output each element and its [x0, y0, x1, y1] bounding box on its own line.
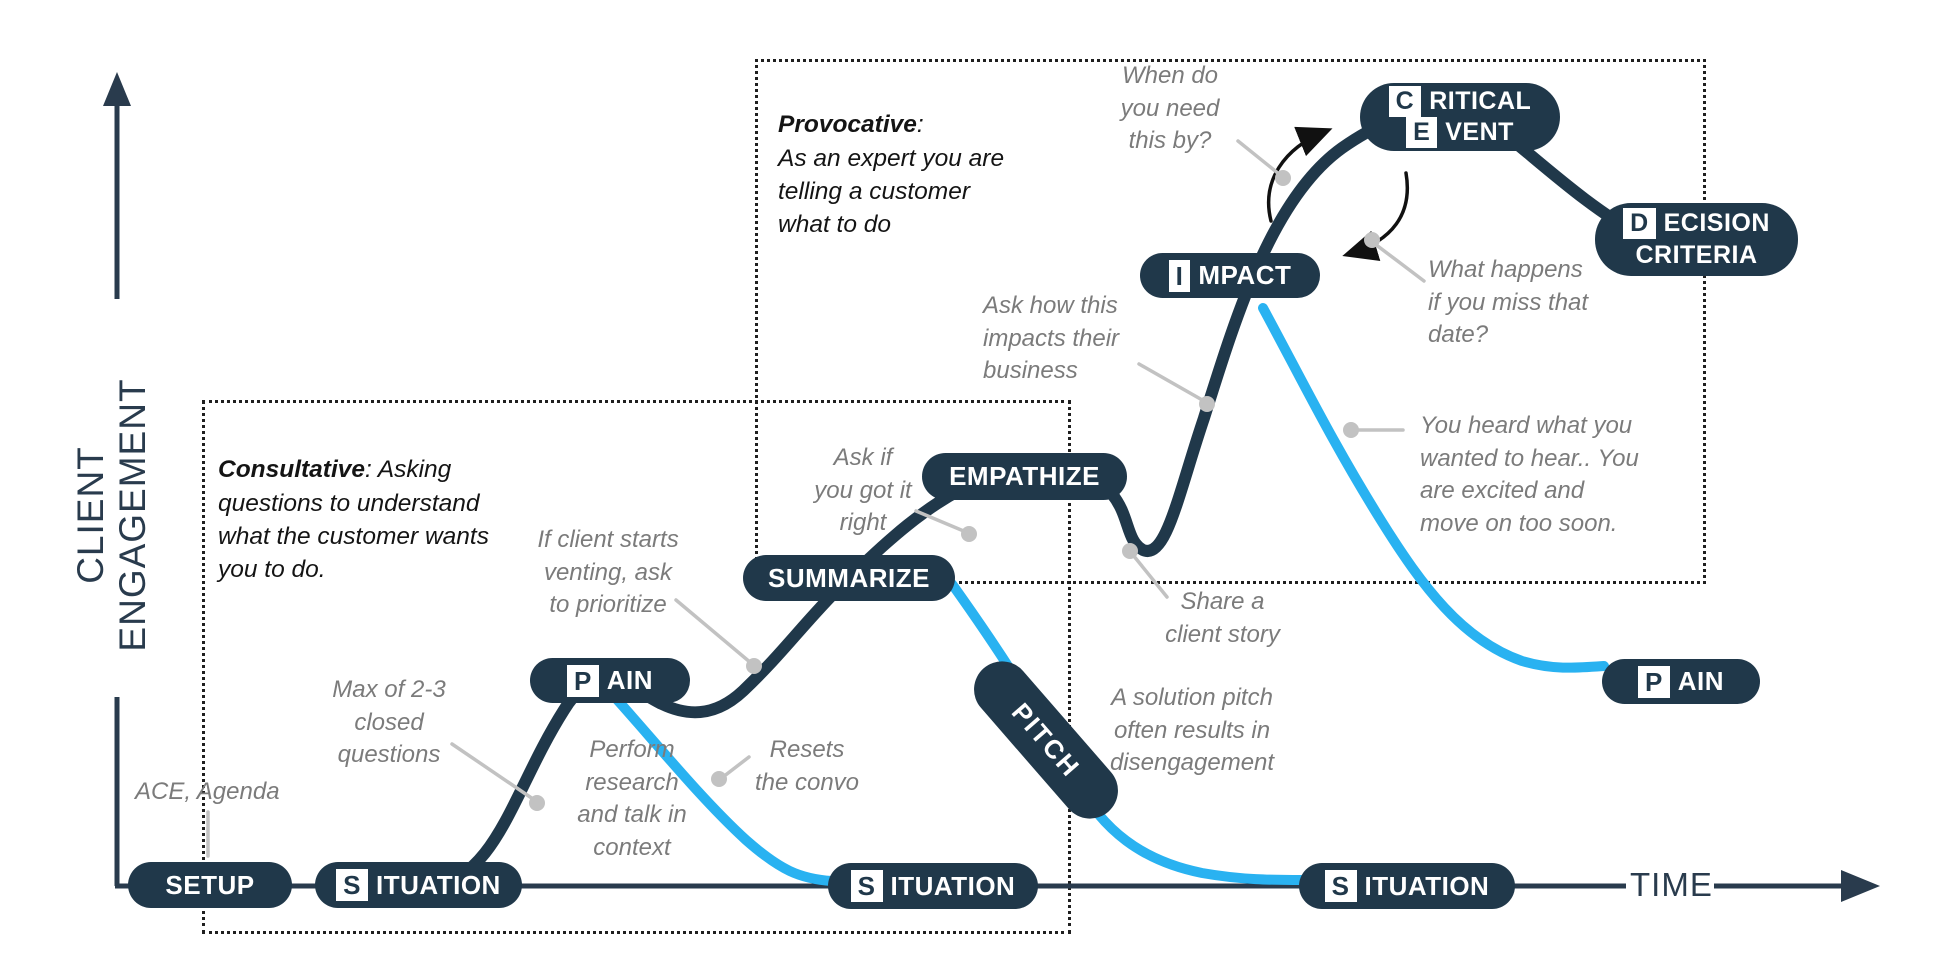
pill-decision-criteria-boxed-d: D	[1623, 208, 1656, 240]
pill-situation-3-label: ITUATION	[1364, 870, 1490, 901]
annotation-solution-pitch: A solution pitch often results in diseng…	[1109, 684, 1275, 777]
pill-situation-2-boxed-letter: S	[850, 870, 883, 902]
annotation-when-do-you-need: When do you need this by?	[1120, 62, 1220, 155]
pill-decision-criteria-line2: CRITERIA	[1635, 240, 1758, 269]
pill-pain-right-boxed-letter: P	[1637, 665, 1670, 698]
pill-decision-criteria-line1: ECISION	[1663, 209, 1770, 238]
pill-critical-event: C RITICAL E VENT	[1360, 83, 1560, 151]
pill-pain-left-boxed-letter: P	[566, 664, 599, 697]
pill-impact-boxed-letter: I	[1168, 259, 1191, 292]
provocative-title: Provocative	[778, 111, 917, 139]
x-axis-label: TIME	[1630, 866, 1713, 903]
pill-critical-event-boxed-e: E	[1406, 117, 1438, 149]
annotation-resets-convo: Resets the convo	[754, 736, 860, 796]
annotation-ask-if-right: Ask if you got it right	[814, 444, 912, 537]
annotation-max-questions: Max of 2-3 closed questions	[332, 676, 446, 769]
pill-situation-2-label: ITUATION	[890, 870, 1016, 901]
annotation-you-heard: You heard what you wanted to hear.. You …	[1420, 412, 1639, 537]
annotation-perform-research: Perform research and talk in context	[577, 736, 687, 861]
pill-critical-event-boxed-c: C	[1388, 85, 1422, 117]
pill-summarize: SUMMARIZE	[743, 555, 955, 601]
annotation-ace-agenda: ACE, Agenda	[135, 778, 280, 805]
pill-summarize-label: SUMMARIZE	[768, 562, 930, 593]
pill-critical-event-line2: VENT	[1445, 118, 1514, 146]
pill-pain-left-label: AIN	[606, 665, 654, 695]
annotation-if-client-vents: If client starts venting, ask to priorit…	[537, 526, 679, 619]
pill-impact: I MPACT	[1140, 253, 1320, 298]
pill-empathize: EMPATHIZE	[922, 453, 1127, 500]
y-axis-label: CLIENT ENGAGEMENT	[70, 378, 153, 652]
pill-situation-3-boxed-letter: S	[1324, 870, 1357, 902]
pill-impact-label: MPACT	[1198, 260, 1292, 290]
pill-pain-left: P AIN	[530, 658, 690, 703]
pill-empathize-label: EMPATHIZE	[949, 461, 1100, 491]
pill-pain-right-label: AIN	[1677, 666, 1725, 696]
pill-situation-2: S ITUATION	[828, 863, 1038, 909]
provocative-definition: Provocative: As an expert you are tellin…	[778, 75, 1078, 242]
pill-pain-right: P AIN	[1602, 659, 1760, 704]
pill-setup-label: SETUP	[165, 869, 255, 900]
pill-situation-1-boxed-letter: S	[336, 869, 368, 901]
annotation-share-client-story: Share a client story	[1165, 588, 1280, 648]
annotation-ask-how-impacts: Ask how this impacts their business	[983, 292, 1120, 385]
pill-situation-1-label: ITUATION	[376, 869, 501, 900]
pill-situation-3: S ITUATION	[1299, 863, 1515, 909]
pill-decision-criteria: D ECISION CRITERIA	[1595, 203, 1798, 276]
pill-critical-event-line1: RITICAL	[1429, 86, 1532, 115]
consultative-definition: Consultative: Asking questions to unders…	[218, 420, 538, 587]
pill-situation-1: S ITUATION	[315, 862, 522, 908]
consultative-title: Consultative	[218, 456, 366, 484]
pill-setup: SETUP	[128, 862, 292, 908]
